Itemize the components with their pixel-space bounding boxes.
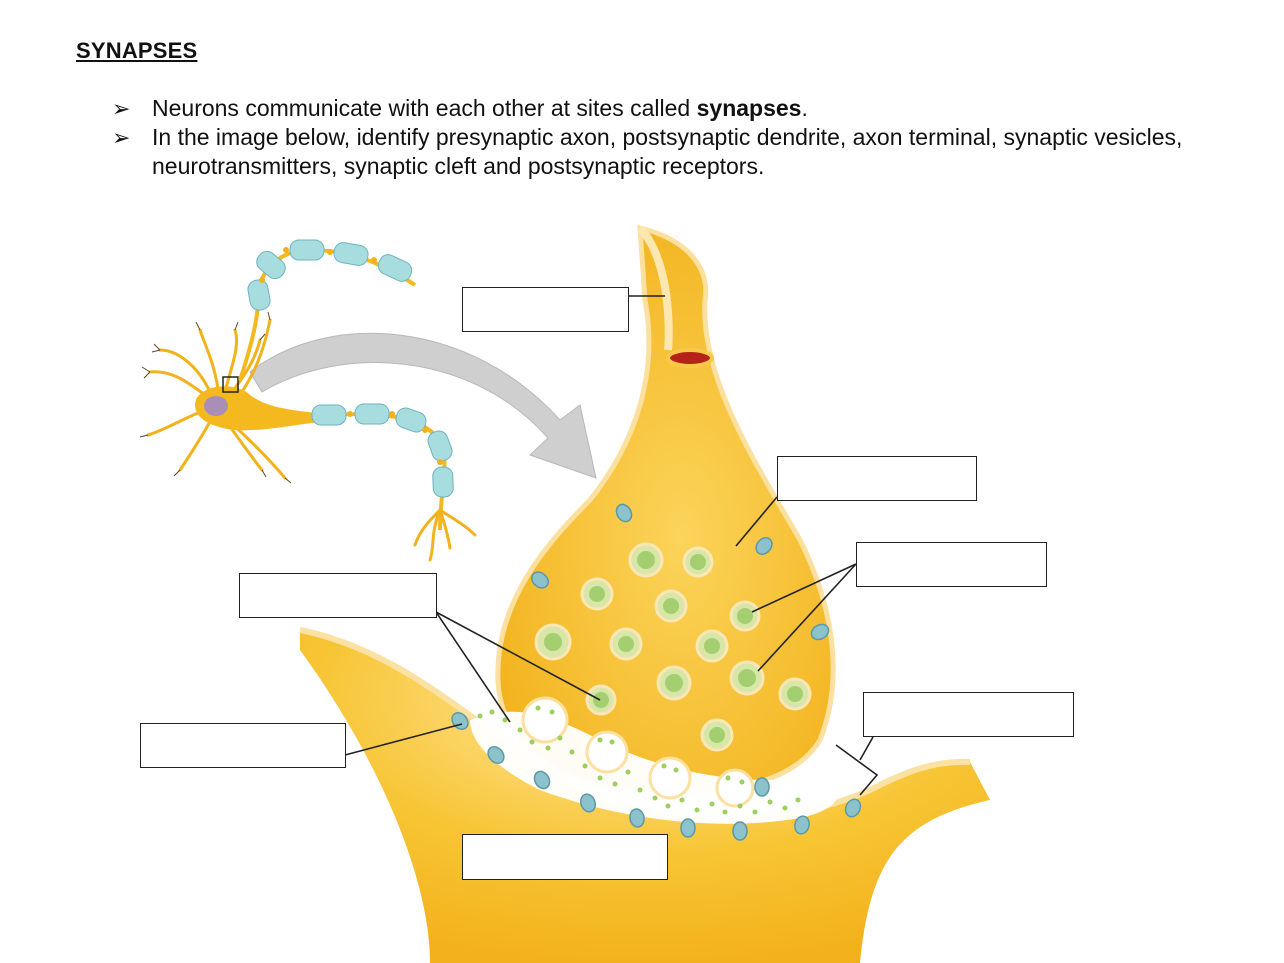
- answer-box-vesicles-right[interactable]: [856, 542, 1047, 587]
- zoom-arrow: [249, 332, 597, 479]
- page-title: SYNAPSES: [76, 38, 198, 63]
- axon-cut-opening: [666, 348, 714, 368]
- instruction-list: ➢ Neurons communicate with each other at…: [112, 94, 1232, 181]
- answer-box-synaptic-cleft[interactable]: [863, 692, 1074, 737]
- bullet-text: Neurons communicate with each other at s…: [152, 95, 697, 121]
- synaptic-vesicle: [585, 684, 617, 716]
- synaptic-vesicle: [654, 589, 688, 623]
- bullet-item: ➢ In the image below, identify presynapt…: [112, 123, 1232, 181]
- synaptic-vesicle: [609, 627, 643, 661]
- leader-lines: [344, 295, 879, 796]
- answer-box-presynaptic-axon[interactable]: [462, 287, 629, 332]
- fusing-vesicles: [521, 696, 755, 808]
- synaptic-vesicle: [580, 577, 614, 611]
- synaptic-vesicle: [778, 677, 812, 711]
- synaptic-vesicle: [628, 542, 664, 578]
- synaptic-vesicle: [729, 600, 761, 632]
- arrow-bullet-icon: ➢: [112, 96, 131, 121]
- answer-box-postsynaptic-dendrite[interactable]: [462, 834, 668, 880]
- bullet-bold-term: synapses: [696, 95, 802, 121]
- answer-box-receptors[interactable]: [140, 723, 346, 768]
- nucleus: [204, 396, 228, 416]
- neuron-illustration: [139, 239, 477, 562]
- zoom-inset-square: [222, 376, 239, 393]
- synaptic-vesicle: [700, 718, 734, 752]
- synaptic-vesicle: [695, 629, 729, 663]
- bullet-text: In the image below, identify presynaptic…: [152, 124, 1183, 179]
- terminal-membrane-channels: [531, 503, 830, 797]
- synaptic-vesicle: [656, 665, 692, 701]
- postsynaptic-receptors: [451, 712, 862, 841]
- axon-inner-membrane: [636, 225, 673, 351]
- arrow-bullet-icon: ➢: [112, 125, 131, 150]
- neurotransmitters: [477, 705, 801, 815]
- bullet-text-end: .: [801, 95, 808, 121]
- synaptic-vesicle: [682, 546, 714, 578]
- synaptic-vesicle: [729, 660, 765, 696]
- synaptic-vesicles: [534, 542, 812, 752]
- answer-box-vesicles-left[interactable]: [239, 573, 437, 618]
- answer-box-axon-terminal[interactable]: [777, 456, 977, 501]
- synaptic-vesicle: [534, 623, 572, 661]
- bullet-item: ➢ Neurons communicate with each other at…: [112, 94, 1232, 123]
